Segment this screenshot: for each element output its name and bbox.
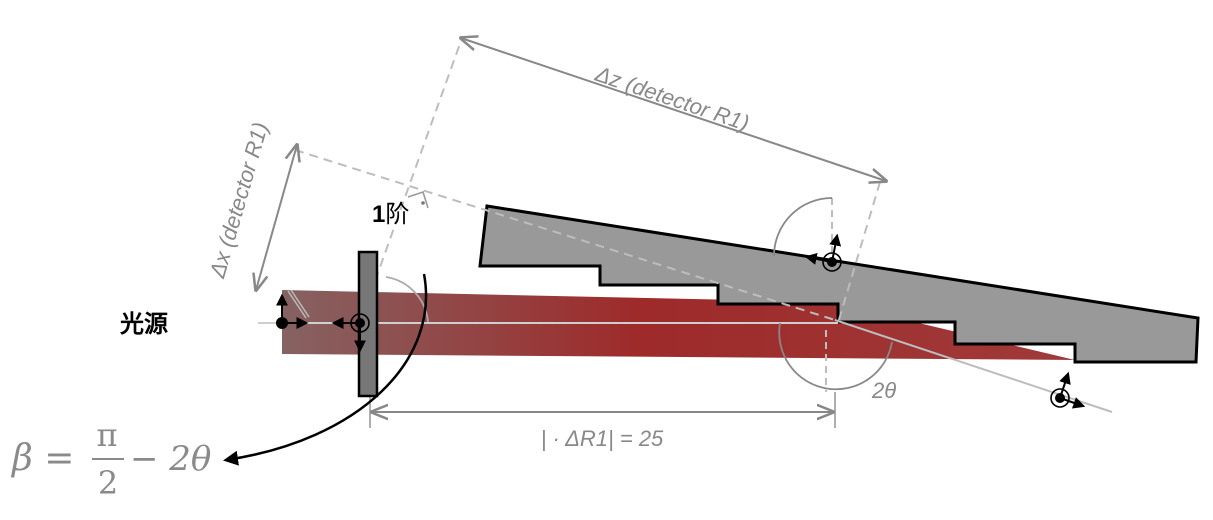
diffracted-ray [834,319,1113,413]
coordinate-frame-icon [276,289,310,329]
source-label: 光源 [119,311,168,338]
detector-angle-arc-top [773,197,833,257]
coordinate-frame-icon [804,233,842,272]
beta-lhs: β = [10,438,74,479]
delta-r-label: | · ΔR1| = 25 [541,426,664,451]
beta-tail: − 2θ [130,439,211,479]
delta-z-label: Δz (detector R1) [591,61,752,136]
arc-arrow-icon [223,273,428,466]
beta-denominator: 2 [98,464,118,502]
right-angle-icon [407,190,429,209]
diffracted-ray-dashed [294,149,836,321]
light-beam [282,290,1075,360]
order-number: 1 [372,201,385,228]
grating-angle-arc [385,276,429,323]
beta-equation: β = π 2 − 2θ [10,416,211,502]
delta-x-label: Δx (detector R1) [204,119,273,281]
dx-dimension-line [256,145,297,290]
beta-numerator: π [96,416,117,454]
order-label: 1阶 [372,201,409,228]
coordinate-frame-icon [1050,371,1086,409]
detector-normal-dashed [837,181,881,324]
dz-dimension-line [461,38,886,181]
two-theta-label: 2θ [871,378,896,403]
two-theta-arc [778,322,893,391]
order-suffix: 阶 [385,201,409,228]
coordinate-frame-icon [331,313,370,353]
